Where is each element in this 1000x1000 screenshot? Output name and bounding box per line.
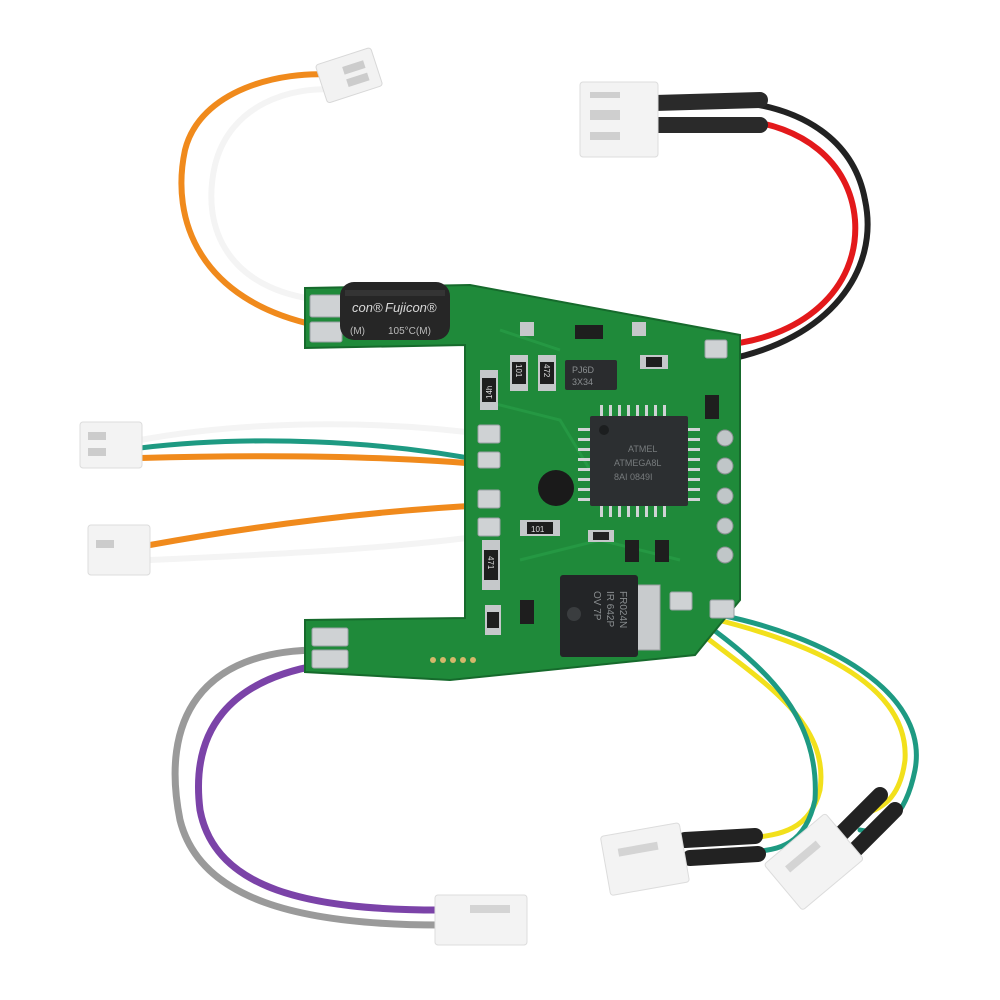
wire-left-lower bbox=[147, 502, 493, 563]
connector-top-right bbox=[579, 81, 659, 158]
capacitor-line2-left: (M) bbox=[350, 326, 365, 337]
microcontroller-chip: ATMEL ATMEGA8L 8AI 0849I bbox=[578, 405, 700, 517]
connector-bottom-right-a bbox=[600, 822, 690, 896]
resistor-101-top: 101 bbox=[510, 355, 528, 391]
wire-left-upper bbox=[137, 421, 493, 468]
connector-bottom-left bbox=[434, 894, 528, 946]
connector-left-lower bbox=[87, 524, 151, 576]
resistor-14h: 14h bbox=[480, 370, 498, 410]
resistor-code: 14h bbox=[485, 386, 494, 399]
wire-bottom-right bbox=[677, 612, 919, 878]
resistor-code: 101 bbox=[514, 364, 523, 378]
connector-bottom-right-b bbox=[764, 813, 864, 910]
wire-top-left bbox=[178, 71, 343, 328]
regulator-model: FR024N bbox=[617, 591, 628, 628]
capacitor-brand-left: con® bbox=[352, 300, 383, 315]
resistor-472: 472 bbox=[538, 355, 556, 391]
voltage-regulator: FR024N IR 642P OV 7P bbox=[560, 575, 661, 657]
resistor-101-bottom: 101 bbox=[520, 520, 560, 536]
diode-line2: 3X34 bbox=[572, 377, 593, 387]
wire-top-right bbox=[647, 92, 871, 363]
capacitor-brand: Fujicon® bbox=[385, 300, 437, 315]
regulator-batch: OV 7P bbox=[591, 591, 602, 621]
resistor-code: 101 bbox=[531, 525, 545, 534]
test-pads bbox=[716, 429, 734, 564]
connector-top-left bbox=[315, 47, 383, 104]
resistor-code: 472 bbox=[542, 364, 551, 378]
header-holes bbox=[430, 657, 476, 663]
chip-batch: 8AI 0849I bbox=[614, 472, 653, 482]
wire-bottom-left bbox=[171, 646, 444, 929]
smd-components bbox=[485, 322, 719, 635]
capacitor-rating: 105°C(M) bbox=[388, 326, 431, 337]
resistor-471: 471 bbox=[482, 540, 500, 590]
diode: PJ6D 3X34 bbox=[565, 360, 617, 390]
connector-left-upper bbox=[79, 421, 143, 469]
regulator-code: IR 642P bbox=[604, 591, 615, 627]
solder-pads bbox=[309, 294, 735, 669]
chip-brand: ATMEL bbox=[628, 444, 657, 454]
chip-model: ATMEGA8L bbox=[614, 458, 661, 468]
electrolytic-capacitor: con® Fujicon® (M) 105°C(M) bbox=[340, 282, 450, 340]
round-component bbox=[538, 470, 574, 506]
resistor-code: 471 bbox=[486, 556, 495, 570]
diode-line1: PJ6D bbox=[572, 365, 595, 375]
